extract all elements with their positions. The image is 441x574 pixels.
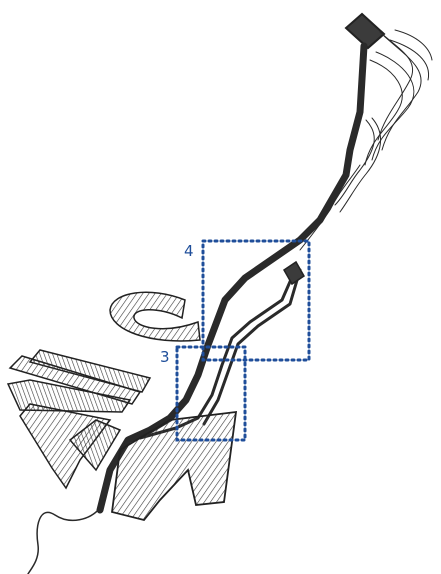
curved-building bbox=[110, 292, 200, 341]
lower-block bbox=[112, 412, 236, 520]
house-block bbox=[284, 262, 304, 284]
region-3-label: 3 bbox=[160, 348, 170, 366]
outflow-line bbox=[28, 508, 100, 574]
region-4-label: 4 bbox=[184, 242, 194, 260]
region-4-box bbox=[203, 241, 309, 360]
